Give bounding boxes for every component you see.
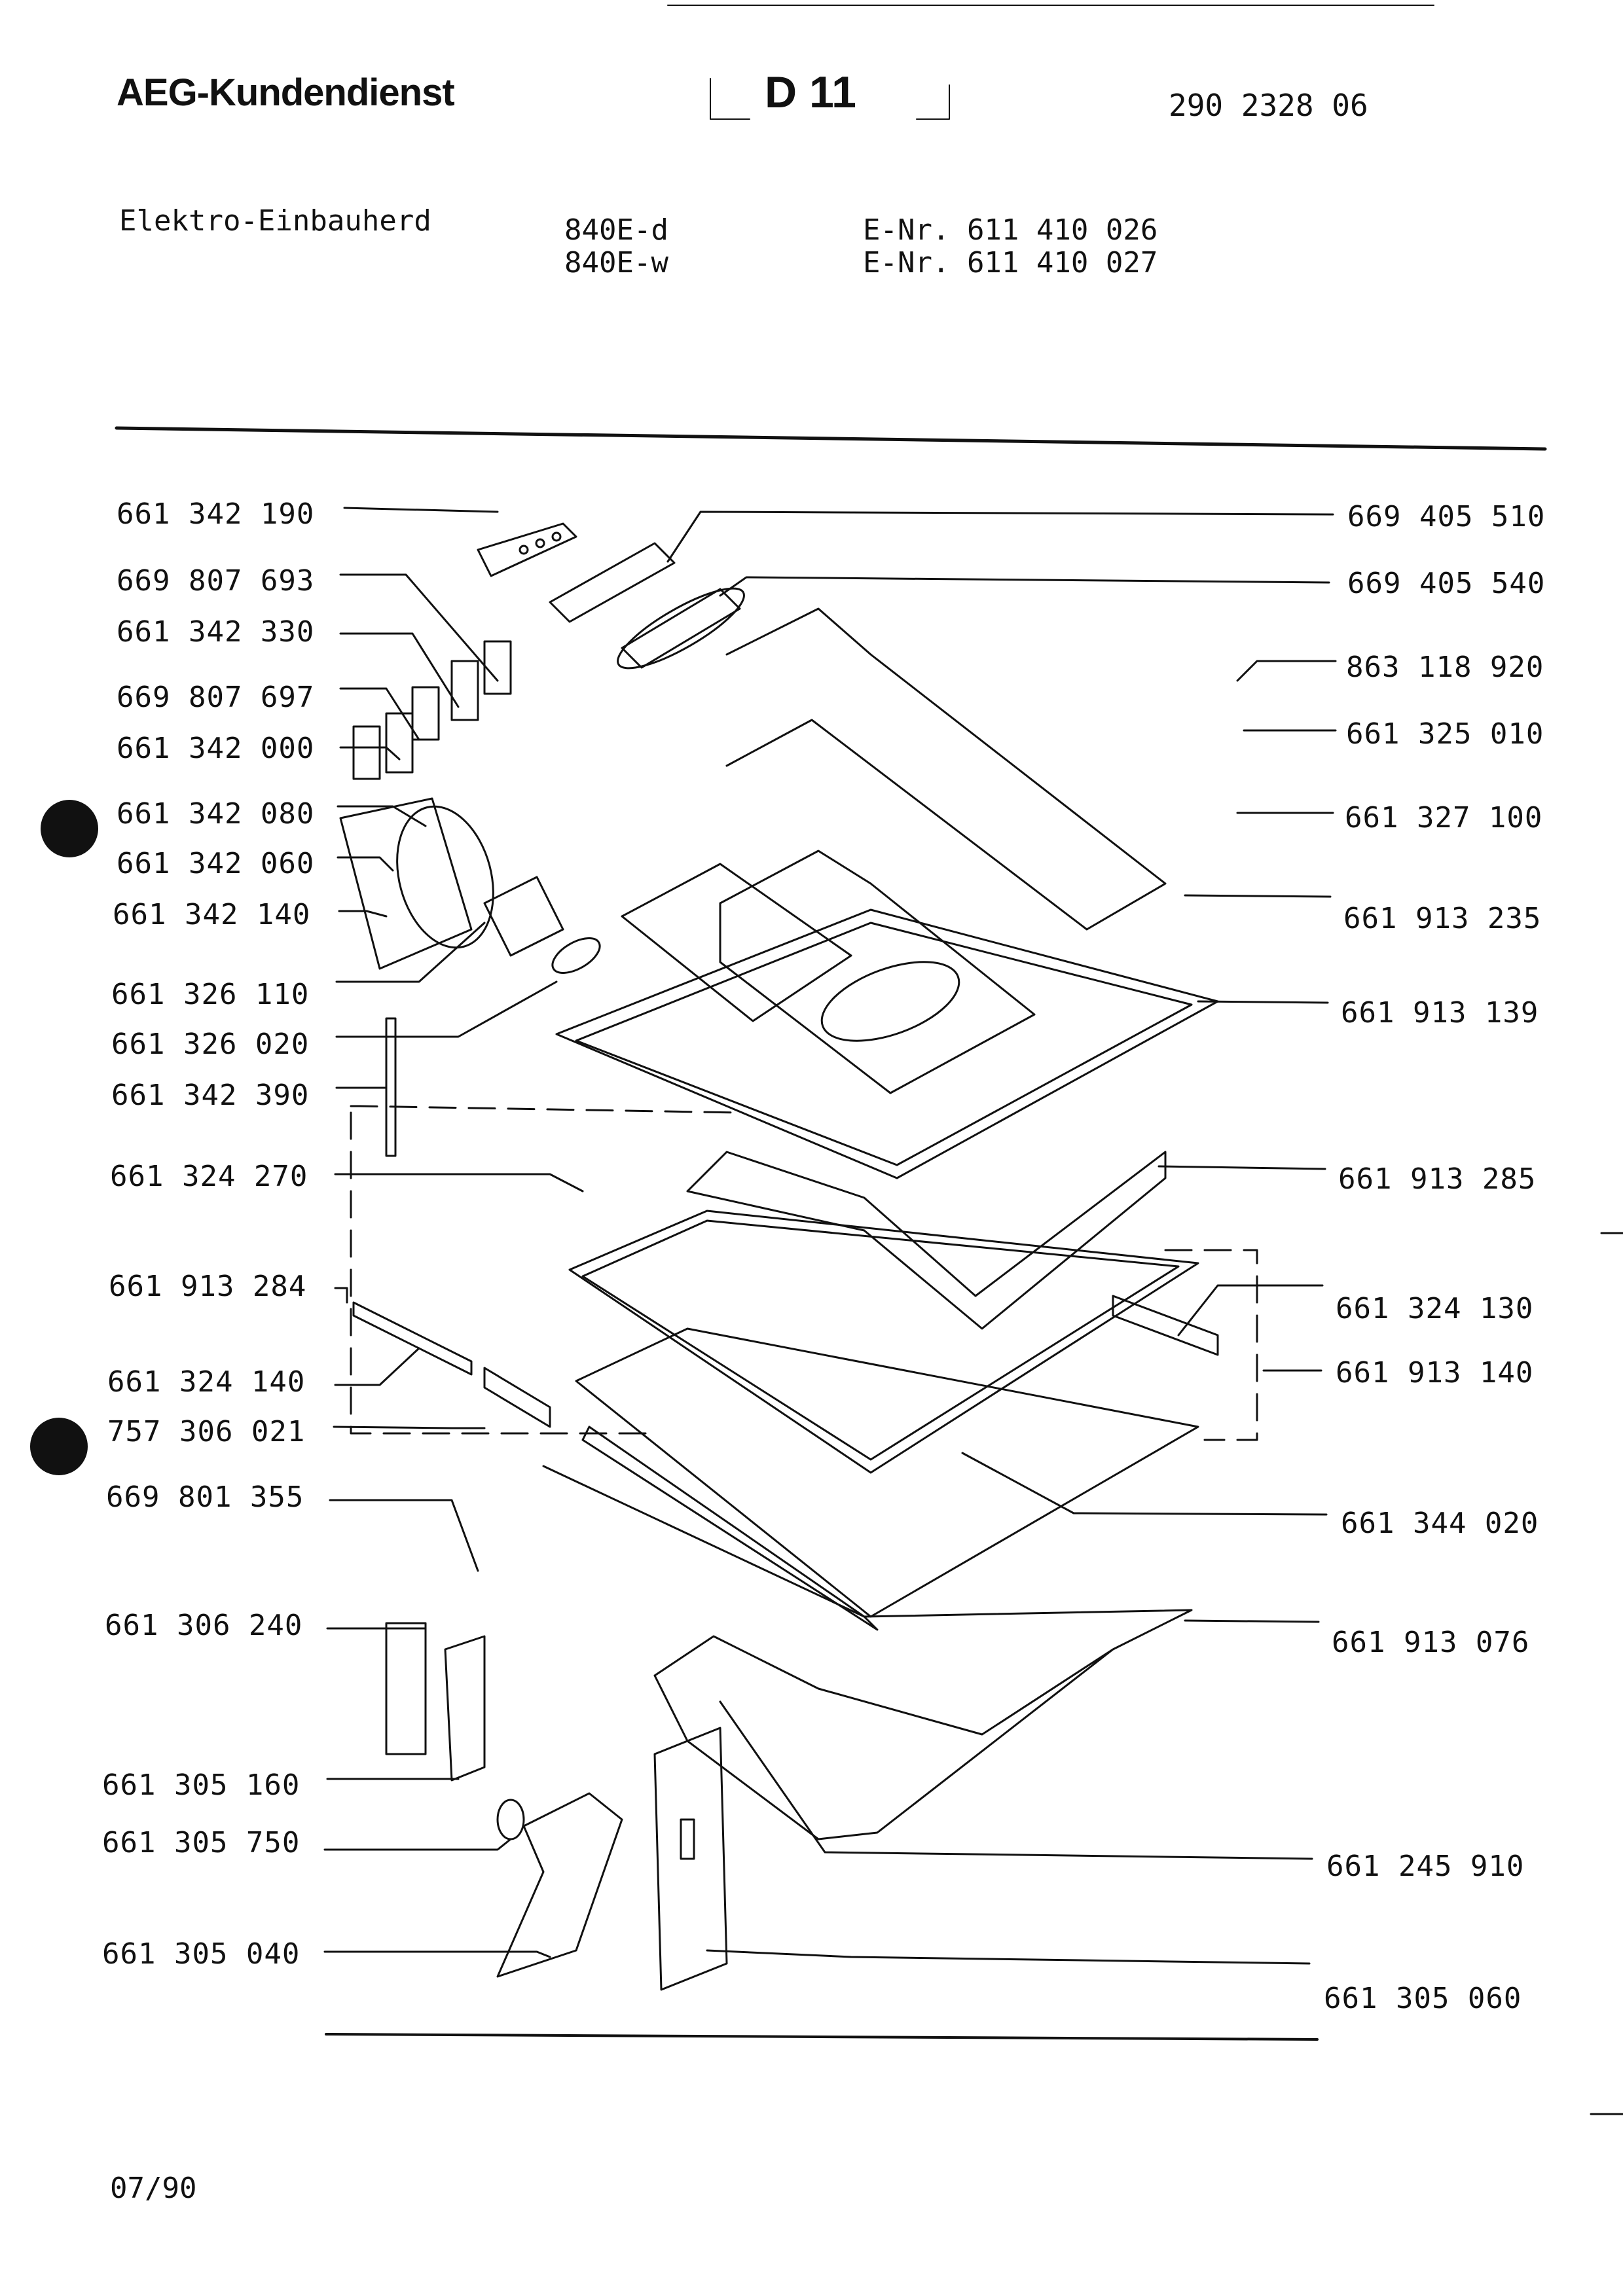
- rear-heating-element: [686, 1151, 1167, 1330]
- terminal-plate: [477, 522, 577, 577]
- part-label-right: 661 245 910: [1326, 1850, 1525, 1883]
- fan-housing: [339, 797, 601, 974]
- part-label-left: 661 305 750: [102, 1826, 301, 1859]
- part-label-left: 661 305 040: [102, 1937, 301, 1971]
- part-label-left: 661 913 284: [109, 1270, 307, 1303]
- part-label-right: 863 118 920: [1346, 651, 1544, 684]
- part-label-right: 661 324 130: [1336, 1292, 1534, 1325]
- part-label-left: 757 306 021: [107, 1415, 306, 1448]
- e-number-2: E-Nr. 611 410 027: [863, 246, 1158, 279]
- dashed-group-box: [1164, 1249, 1258, 1441]
- section-code: D 11: [765, 67, 856, 117]
- bottom-heating-element: [542, 1465, 1193, 1840]
- part-label-left: 661 342 140: [113, 898, 311, 931]
- bottom-line: [325, 2033, 1319, 2041]
- part-label-left: 669 807 697: [117, 681, 315, 714]
- part-label-right: 661 913 139: [1341, 996, 1539, 1030]
- dashed-group-box: [350, 1105, 741, 1114]
- dashed-group-box: [350, 1111, 656, 1435]
- support-bracket: [653, 1727, 728, 1991]
- part-label-left: 661 324 270: [110, 1160, 308, 1193]
- part-label-right: 661 344 020: [1341, 1507, 1539, 1540]
- oven-bottom-panel: [575, 1327, 1199, 1631]
- part-label-left: 661 342 080: [117, 797, 315, 831]
- revision-date: 07/90: [110, 2172, 197, 2205]
- part-label-left: 661 326 110: [111, 978, 310, 1011]
- part-label-left: 669 801 355: [106, 1480, 304, 1514]
- part-label-right: 661 913 076: [1332, 1626, 1530, 1659]
- part-label-right: 661 327 100: [1345, 801, 1543, 834]
- side-panel-left: [568, 1210, 1199, 1474]
- part-label-left: 661 342 330: [117, 615, 315, 649]
- part-label-left: 669 807 693: [117, 564, 315, 598]
- oven-ceiling-panel: [555, 908, 1219, 1179]
- door-hinge: [385, 1622, 486, 1782]
- part-label-right: 661 325 010: [1346, 717, 1544, 751]
- part-label-right: 661 305 060: [1324, 1982, 1522, 2015]
- part-label-left: 661 342 060: [117, 847, 315, 880]
- document-number: 290 2328 06: [1169, 88, 1368, 123]
- part-label-left: 661 326 020: [111, 1028, 310, 1061]
- part-label-left: 661 342 390: [111, 1079, 310, 1112]
- brand-title: AEG-Kundendienst: [117, 71, 455, 114]
- part-label-right: 669 405 540: [1347, 567, 1546, 600]
- part-label-left: 661 306 240: [105, 1609, 303, 1642]
- part-label-left: 661 342 190: [117, 497, 315, 531]
- separator-line: [115, 426, 1547, 451]
- appliance-type: Elektro-Einbauherd: [119, 204, 431, 238]
- model-2: 840E-w: [564, 246, 668, 279]
- marker-dot: [30, 1418, 88, 1475]
- part-label-right: 661 913 140: [1336, 1356, 1534, 1390]
- section-brackets: [710, 78, 950, 120]
- part-label-left: 661 324 140: [107, 1365, 306, 1399]
- part-label-right: 661 913 235: [1343, 902, 1542, 935]
- part-label-right: 661 913 285: [1338, 1162, 1537, 1196]
- mounting-rails: [352, 1295, 1219, 1428]
- switch-parts: [352, 640, 512, 780]
- model-1: 840E-d: [564, 213, 668, 247]
- rod: [385, 1017, 397, 1157]
- marker-dot: [41, 800, 98, 857]
- leader-lines-left: [323, 507, 584, 1958]
- e-number-1: E-Nr. 611 410 026: [863, 213, 1158, 247]
- part-label-right: 669 405 510: [1347, 500, 1546, 533]
- part-label-left: 661 342 000: [117, 732, 315, 765]
- grill-heating-element: [621, 607, 1167, 1094]
- gasket-plates: [549, 542, 745, 670]
- leader-lines-right: [666, 511, 1337, 1965]
- spring-holder: [496, 1792, 623, 1978]
- part-label-left: 661 305 160: [102, 1768, 301, 1802]
